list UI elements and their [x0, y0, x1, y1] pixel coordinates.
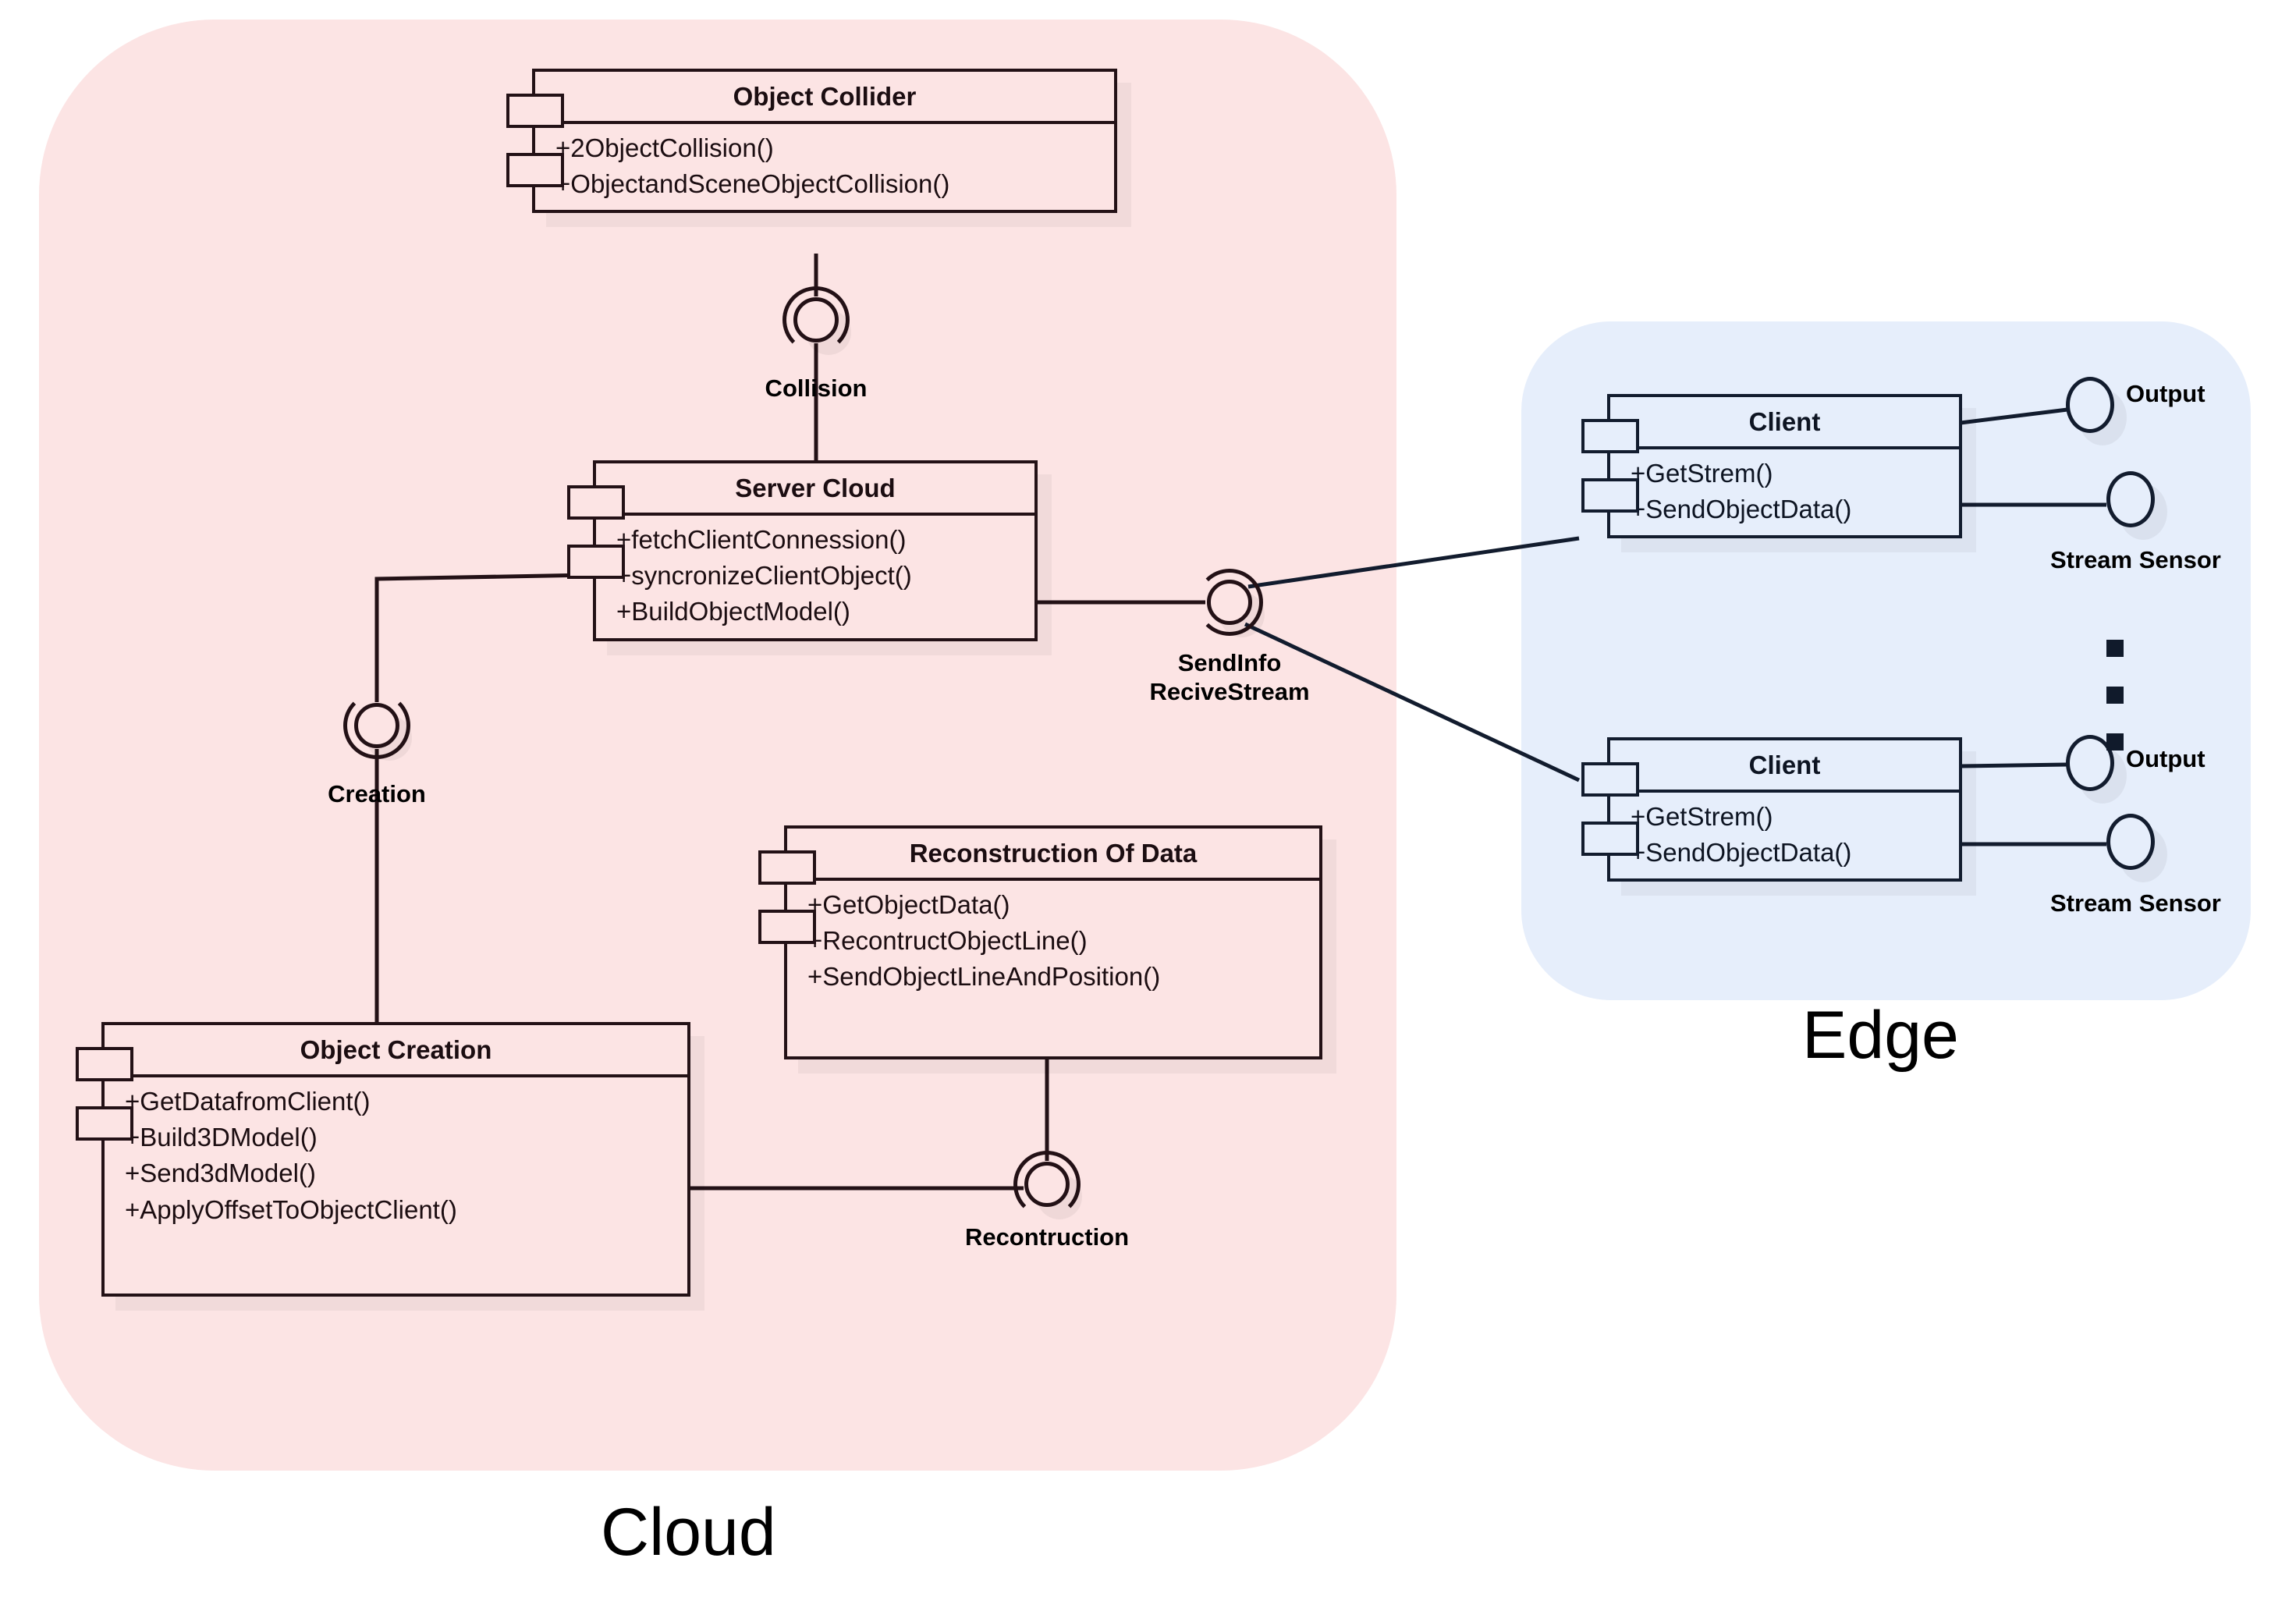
component-client-1[interactable]: Client +GetStrem() +SendObjectData()	[1581, 394, 1962, 539]
operation: +ApplyOffsetToObjectClient()	[125, 1194, 457, 1224]
socket-arc-icon	[343, 692, 410, 759]
provided-interface-ball-icon	[354, 703, 399, 748]
component-title: Object Creation	[105, 1025, 687, 1077]
component-title: Reconstruction Of Data	[787, 829, 1319, 881]
operation: +GetDatafromClient()	[125, 1087, 371, 1116]
zone-label-cloud: Cloud	[601, 1495, 776, 1570]
port-label-output-1: Output	[2126, 380, 2206, 407]
socket-arc-icon	[1013, 1151, 1081, 1218]
operation: +fetchClientConnession()	[616, 525, 907, 554]
component-operations: +GetStrem() +SendObjectData()	[1610, 793, 1959, 878]
interface-label-creation: Creation	[328, 780, 426, 807]
zone-label-edge: Edge	[1802, 998, 1959, 1073]
operation: +syncronizeClientObject()	[616, 561, 912, 591]
provided-interface-ball-icon	[1207, 580, 1252, 625]
operation: +2ObjectCollision()	[555, 133, 774, 162]
operation: +GetStrem()	[1631, 802, 1773, 831]
operation: +GetStrem()	[1631, 459, 1773, 488]
operation: +SendObjectLineAndPosition()	[807, 962, 1161, 992]
ellipsis-dot	[2106, 687, 2124, 704]
component-plug-icon	[758, 850, 816, 885]
component-plug-icon	[76, 1047, 133, 1081]
component-plug-icon	[1581, 478, 1639, 513]
port-stream-sensor-1-icon[interactable]	[2106, 471, 2155, 527]
operation: +GetObjectData()	[807, 890, 1010, 919]
component-plug-icon	[76, 1106, 133, 1141]
component-title: Object Collider	[535, 72, 1114, 124]
component-operations: +GetDatafromClient() +Build3DModel() +Se…	[105, 1077, 687, 1236]
port-label-stream-sensor-1: Stream Sensor	[2050, 546, 2221, 573]
component-plug-icon	[1581, 762, 1639, 797]
port-output-2-icon[interactable]	[2066, 735, 2114, 791]
component-plug-icon	[1581, 822, 1639, 856]
operation: +RecontructObjectLine()	[807, 926, 1088, 956]
component-plug-icon	[506, 153, 564, 187]
component-client-2[interactable]: Client +GetStrem() +SendObjectData()	[1581, 737, 1962, 882]
interface-label-sendinfo-recivestream: SendInfo ReciveStream	[1149, 649, 1310, 705]
operation: +BuildObjectModel()	[616, 597, 850, 626]
operation: +ObjectandSceneObjectCollision()	[555, 169, 950, 199]
component-reconstruction-of-data[interactable]: Reconstruction Of Data +GetObjectData() …	[758, 825, 1322, 1059]
port-label-output-2: Output	[2126, 745, 2206, 772]
provided-interface-ball-icon	[793, 297, 839, 342]
component-operations: +GetStrem() +SendObjectData()	[1610, 449, 1959, 535]
component-plug-icon	[567, 485, 625, 520]
socket-arc-icon	[1196, 569, 1263, 636]
port-label-stream-sensor-2: Stream Sensor	[2050, 889, 2221, 917]
interface-label-recontruction: Recontruction	[964, 1223, 1130, 1251]
operation: +SendObjectData()	[1631, 838, 1852, 868]
component-server-cloud[interactable]: Server Cloud +fetchClientConnession() +s…	[567, 460, 1038, 641]
operation: +SendObjectData()	[1631, 495, 1852, 524]
component-title: Client	[1610, 740, 1959, 793]
component-object-collider[interactable]: Object Collider +2ObjectCollision() +Obj…	[506, 69, 1117, 214]
component-plug-icon	[506, 94, 564, 128]
vertical-ellipsis-icon	[2106, 640, 2124, 780]
operation: +Build3DModel()	[125, 1123, 318, 1152]
component-title: Server Cloud	[596, 463, 1034, 516]
component-plug-icon	[1581, 419, 1639, 453]
component-plug-icon	[567, 545, 625, 579]
component-operations: +2ObjectCollision() +ObjectandSceneObjec…	[535, 124, 1114, 210]
interface-label-collision: Collision	[765, 374, 868, 402]
provided-interface-ball-icon	[1024, 1162, 1070, 1207]
port-stream-sensor-2-icon[interactable]	[2106, 814, 2155, 870]
component-operations: +GetObjectData() +RecontructObjectLine()…	[787, 881, 1319, 1003]
socket-arc-icon	[782, 286, 850, 353]
component-title: Client	[1610, 397, 1959, 449]
ellipsis-dot	[2106, 733, 2124, 751]
operation: +Send3dModel()	[125, 1159, 316, 1188]
component-object-creation[interactable]: Object Creation +GetDatafromClient() +Bu…	[76, 1022, 690, 1297]
component-operations: +fetchClientConnession() +syncronizeClie…	[596, 516, 1034, 638]
component-plug-icon	[758, 910, 816, 944]
ellipsis-dot	[2106, 640, 2124, 657]
port-output-1-icon[interactable]	[2066, 377, 2114, 433]
